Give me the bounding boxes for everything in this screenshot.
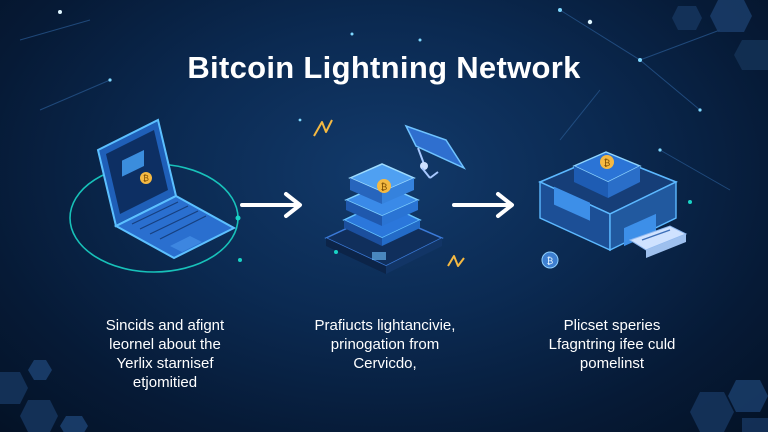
bitcoin-coin-icon: ₿ bbox=[541, 251, 559, 269]
step-2-caption: Prafiucts lightancivie, prinogation from… bbox=[280, 316, 490, 373]
laptop-icon bbox=[96, 118, 237, 260]
arrow-right-icon bbox=[452, 192, 514, 218]
satellite-icon bbox=[404, 124, 467, 179]
payment-hub-illustration: ₿ ₿ bbox=[538, 151, 692, 269]
svg-text:₿: ₿ bbox=[547, 256, 554, 267]
step-2-line-1: Prafiucts lightancivie, bbox=[314, 317, 456, 334]
bitcoin-coin-icon: ₿ bbox=[600, 155, 614, 169]
svg-text:₿: ₿ bbox=[143, 174, 149, 183]
step-2-line-3: Cervicdo, bbox=[353, 355, 417, 372]
step-1-line-2: leornel about the bbox=[109, 336, 221, 353]
step-3-line-1: Plicset speries bbox=[563, 317, 661, 334]
lightning-bolt-icon bbox=[313, 119, 465, 267]
card-reader-icon bbox=[628, 225, 688, 258]
step-1-line-1: Sincids and afignt bbox=[105, 317, 225, 334]
laptop-illustration: ₿ bbox=[69, 118, 241, 273]
server-stack-icon bbox=[342, 163, 422, 246]
bitcoin-coin-icon: ₿ bbox=[140, 172, 152, 184]
step-3-line-3: pomelinst bbox=[579, 355, 645, 372]
step-1-line-4: etjomitied bbox=[132, 374, 198, 391]
bitcoin-coin-icon: ₿ bbox=[377, 179, 391, 193]
step-2-line-2: prinogation from bbox=[330, 336, 440, 353]
step-3-line-2: Lfagntring ifee culd bbox=[548, 336, 676, 353]
step-3-caption: Plicset speries Lfagntring ifee culd pom… bbox=[512, 316, 712, 373]
page-title: Bitcoin Lightning Network bbox=[187, 50, 581, 85]
svg-text:₿: ₿ bbox=[381, 182, 388, 193]
svg-text:₿: ₿ bbox=[604, 158, 611, 169]
hexagon-decoration bbox=[672, 0, 768, 70]
step-1-caption: Sincids and afignt leornel about the Yer… bbox=[60, 316, 270, 392]
step-1-line-3: Yerlix starnisef bbox=[116, 355, 214, 372]
node-stack-illustration: ₿ bbox=[313, 119, 467, 274]
arrow-right-icon bbox=[240, 192, 302, 218]
